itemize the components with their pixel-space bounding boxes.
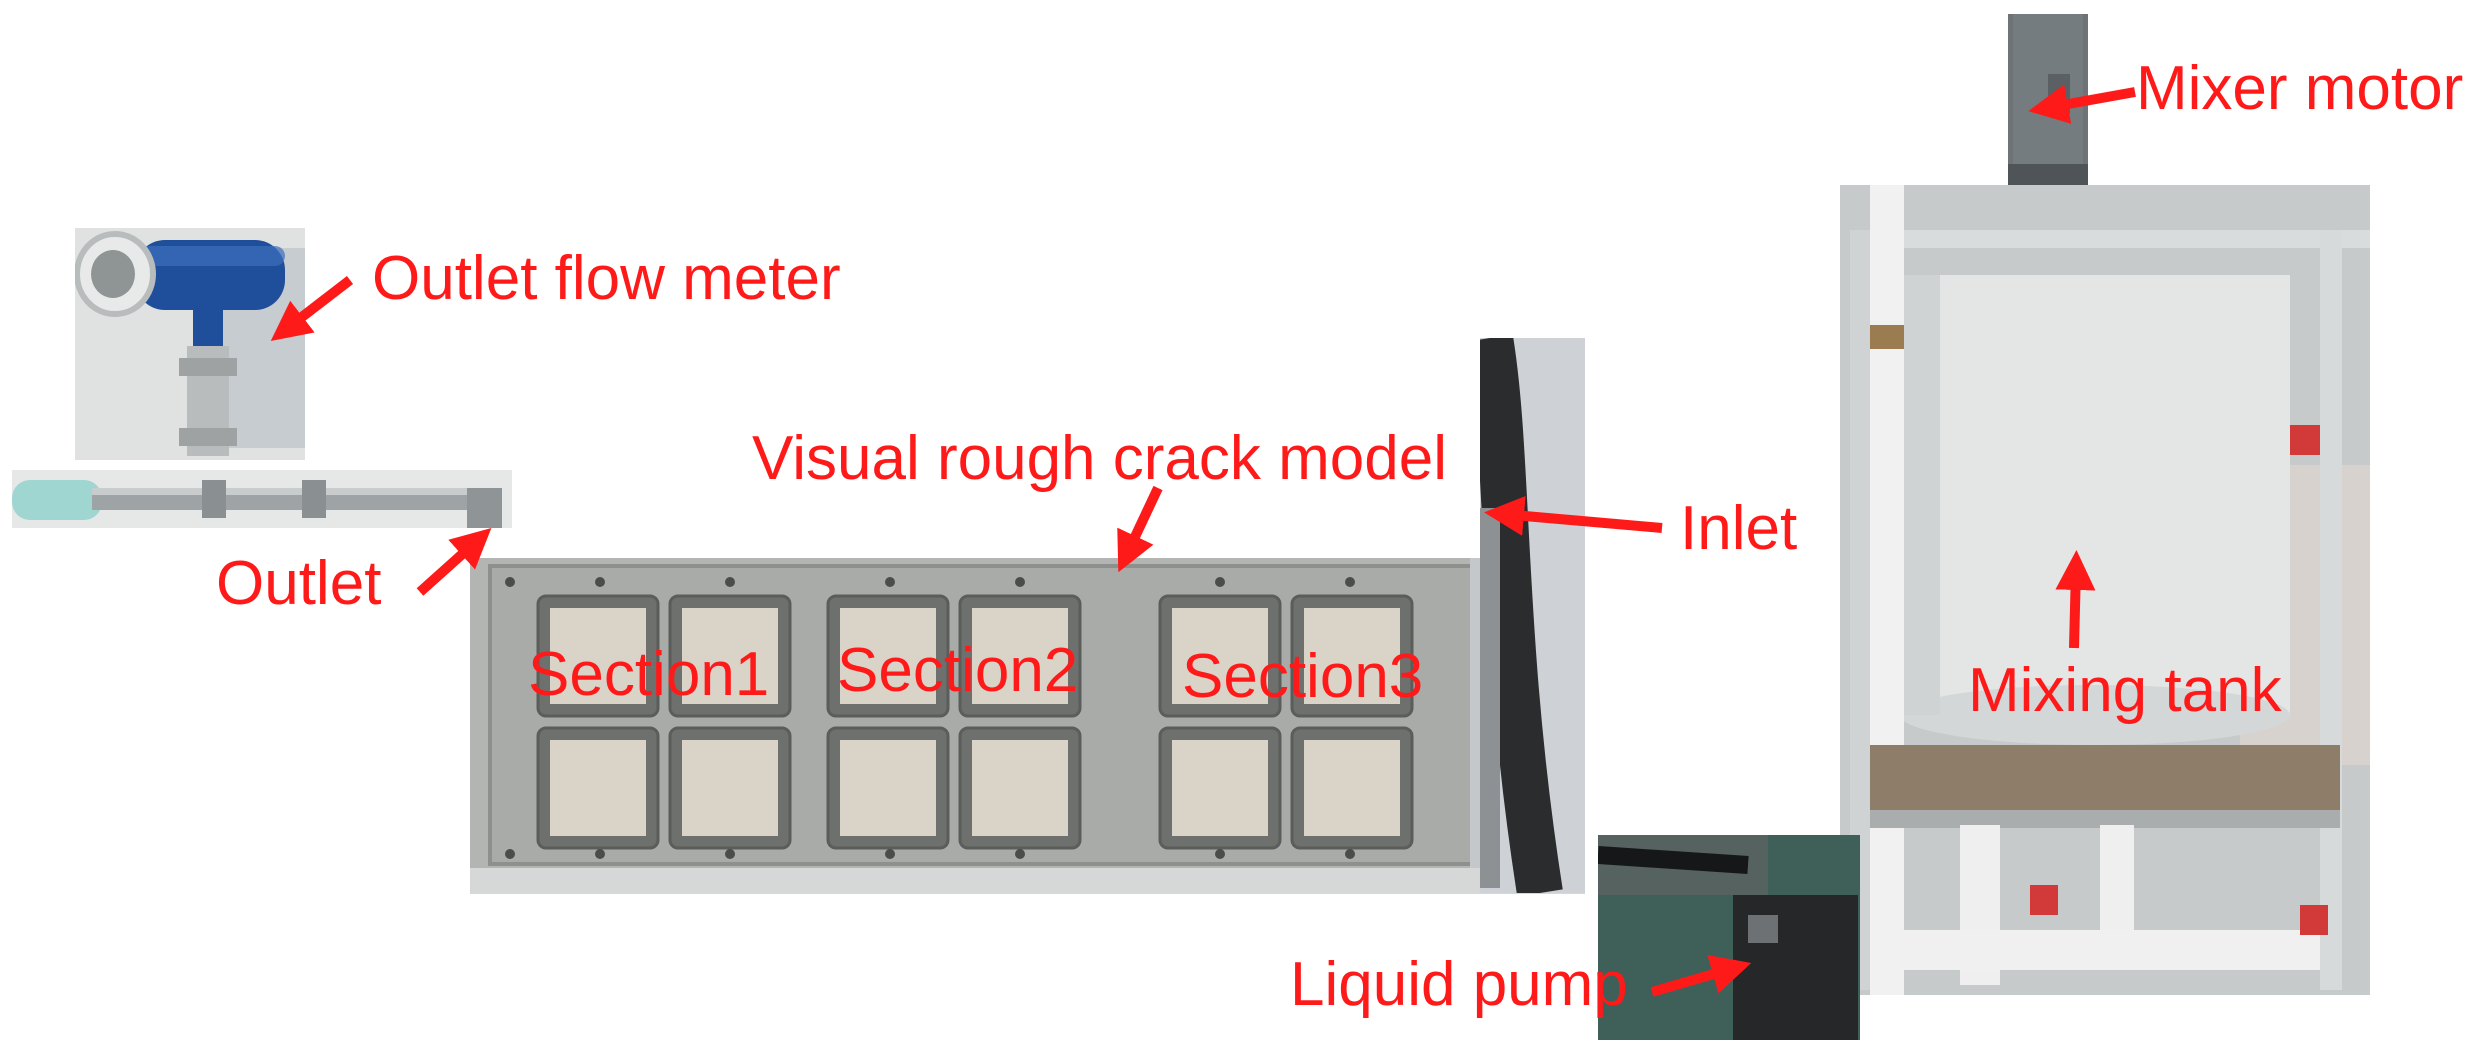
label-mixer-motor: Mixer motor xyxy=(2136,54,2464,123)
label-section2: Section2 xyxy=(837,636,1079,705)
inlet-hose-photo xyxy=(1480,338,1585,893)
outlet-pipe-photo xyxy=(12,470,512,528)
label-section3: Section3 xyxy=(1182,642,1424,711)
mixing-tank-photo xyxy=(1840,185,2370,995)
arrow-crack-model xyxy=(1117,485,1163,573)
label-outlet: Outlet xyxy=(216,549,382,618)
label-liquid-pump: Liquid pump xyxy=(1290,950,1628,1019)
label-mixing-tank: Mixing tank xyxy=(1968,656,2282,725)
label-inlet: Inlet xyxy=(1680,494,1798,563)
liquid-pump-photo xyxy=(1598,835,1860,1040)
label-section1: Section1 xyxy=(528,640,770,709)
label-crack-model: Visual rough crack model xyxy=(752,424,1447,493)
crack-model-photo xyxy=(470,558,1585,894)
label-outlet-flow-meter: Outlet flow meter xyxy=(372,244,841,313)
flow-meter-photo xyxy=(75,228,305,460)
